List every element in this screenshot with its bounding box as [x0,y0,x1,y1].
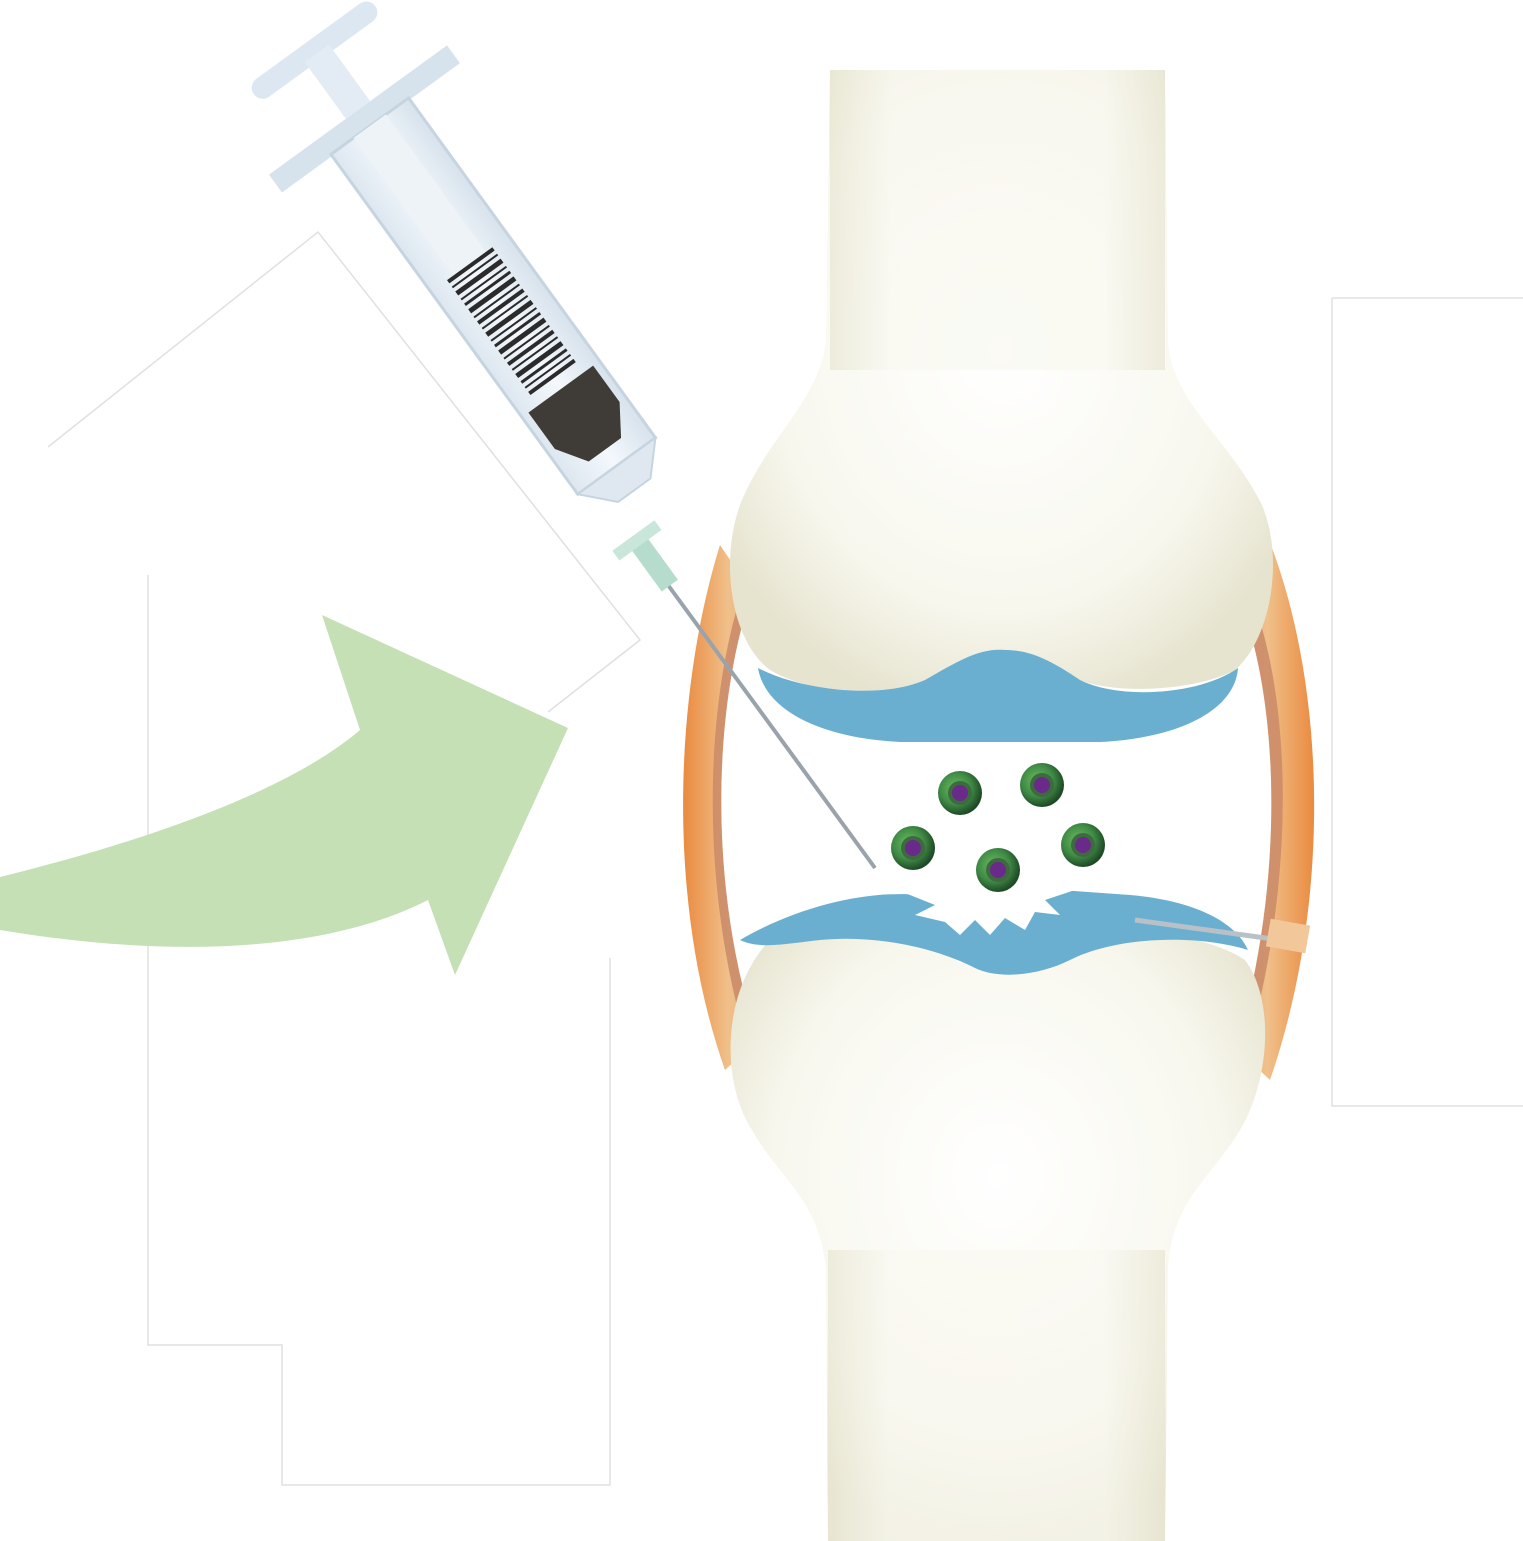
cell-icon [1061,823,1105,867]
needle-hub [612,520,691,601]
cell-icon [891,826,935,870]
outline-right-box [1332,298,1523,1106]
upper-bone [730,70,1273,692]
cell-icon [938,771,982,815]
lower-bone-shaft [828,1250,1165,1541]
syringe-barrel [219,0,723,555]
arrow-icon [0,615,568,975]
lower-bone [731,932,1266,1541]
upper-bone-shaft [830,70,1165,370]
cell-icon [976,848,1020,892]
cell-icon [1020,763,1064,807]
stem-cells [891,763,1105,892]
